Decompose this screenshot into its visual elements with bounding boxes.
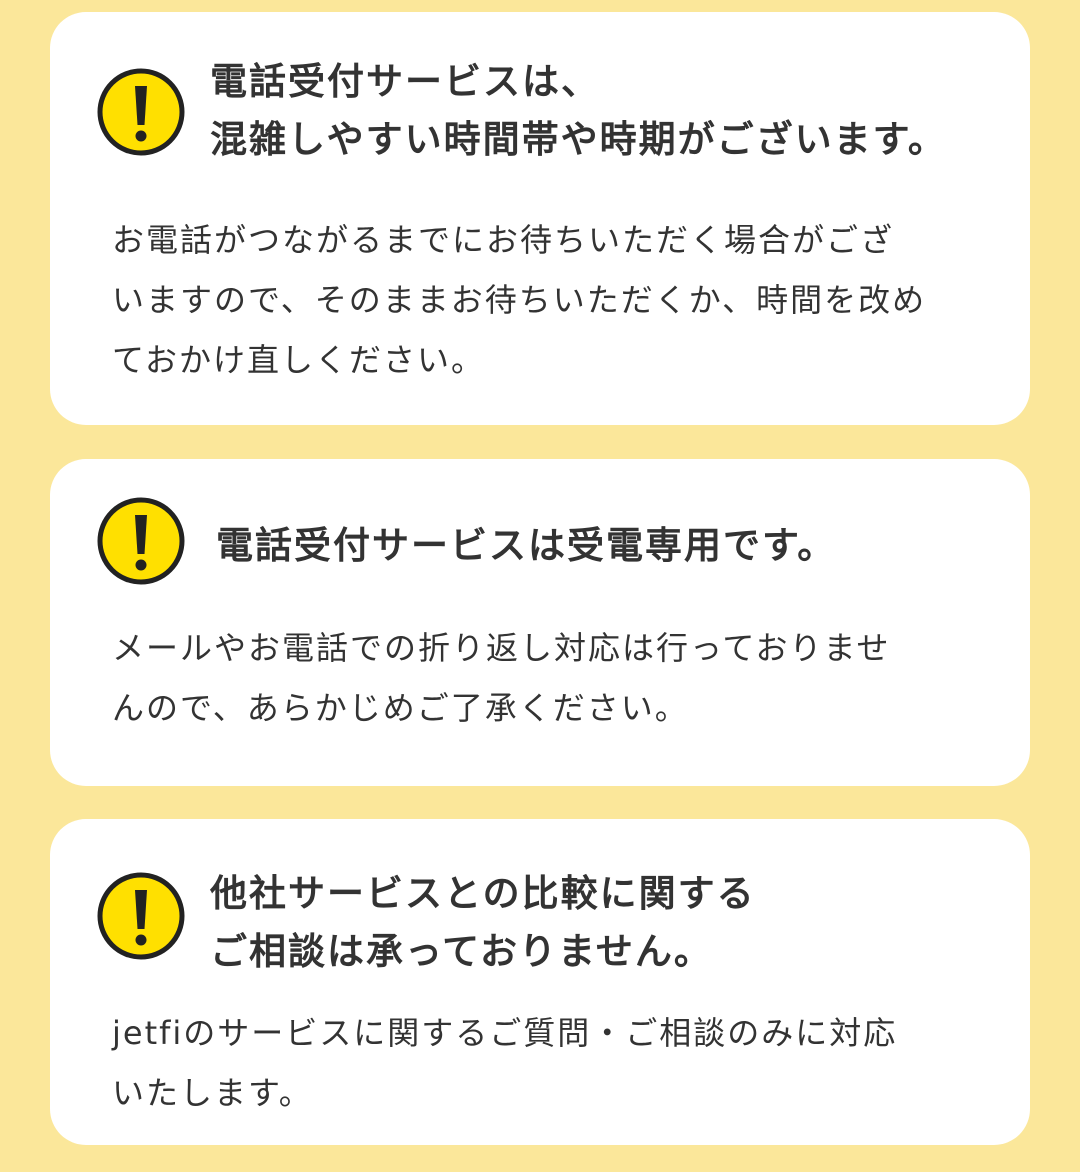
- notice-heading: 電話受付サービスは、 混雑しやすい時間帯や時期がございます。: [210, 53, 1010, 169]
- notice-heading-line: 混雑しやすい時間帯や時期がございます。: [210, 118, 947, 161]
- notice-heading: 他社サービスとの比較に関する ご相談は承っておりません。: [210, 865, 1010, 981]
- notice-heading-line: 他社サービスとの比較に関する: [210, 872, 756, 915]
- notice-card-no-comparison: 他社サービスとの比較に関する ご相談は承っておりません。 jetfiのサービスに…: [50, 819, 1030, 1145]
- exclamation-warning-icon: [96, 67, 186, 157]
- notice-body-line: ておかけ直しください。: [112, 341, 486, 379]
- notice-body-line: いますので、そのままお待ちいただくか、時間を改め: [112, 281, 927, 319]
- notice-card-incoming-only: 電話受付サービスは受電専用です。 メールやお電話での折り返し対応は行っておりませ…: [50, 459, 1030, 786]
- notice-body: お電話がつながるまでにお待ちいただく場合がござ いますので、そのままお待ちいただ…: [112, 210, 970, 390]
- notice-body: jetfiのサービスに関するご質問・ご相談のみに対応 いたします。: [112, 1003, 970, 1123]
- notice-body-line: んので、あらかじめご了承ください。: [112, 689, 689, 727]
- notice-card-busy-hours: 電話受付サービスは、 混雑しやすい時間帯や時期がございます。 お電話がつながるま…: [50, 12, 1030, 425]
- exclamation-warning-icon: [96, 496, 186, 586]
- notice-heading-line: ご相談は承っておりません。: [210, 930, 713, 973]
- exclamation-warning-icon: [96, 871, 186, 961]
- notice-body-line: お電話がつながるまでにお待ちいただく場合がござ: [112, 221, 895, 259]
- notice-body-line: いたします。: [112, 1074, 313, 1112]
- notice-heading-line: 電話受付サービスは、: [210, 60, 600, 103]
- notice-body-line: メールやお電話での折り返し対応は行っておりませ: [112, 629, 891, 667]
- notice-body-line: jetfiのサービスに関するご質問・ご相談のみに対応: [112, 1014, 898, 1052]
- notice-heading-line: 電話受付サービスは受電専用です。: [216, 524, 837, 567]
- notice-body: メールやお電話での折り返し対応は行っておりませ んので、あらかじめご了承ください…: [112, 618, 970, 738]
- notice-heading: 電話受付サービスは受電専用です。: [216, 517, 1010, 575]
